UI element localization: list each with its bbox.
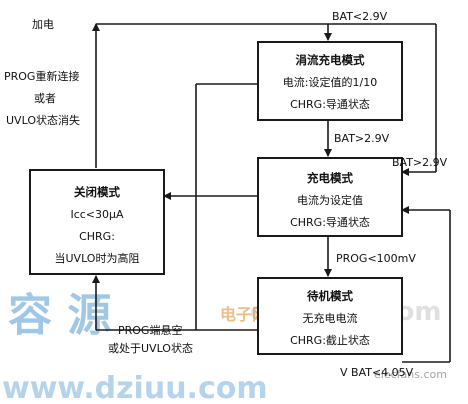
- prog-float-label-2: 或处于UVLO状态: [108, 341, 193, 355]
- charge-title: 充电模式: [307, 171, 353, 185]
- trickle-title: 涓流充电模式: [296, 53, 365, 67]
- shutdown-title: 关闭模式: [74, 185, 120, 199]
- shutdown-line2: CHRG:: [79, 230, 115, 243]
- shutdown-box: [29, 169, 165, 275]
- reconnect-label-3: UVLO状态消失: [6, 113, 80, 127]
- trickle-line1: 电流:设定值的1/10: [283, 75, 377, 89]
- shutdown-line1: Icc<30μA: [70, 208, 124, 221]
- watermark-small: elecfans.com: [374, 368, 447, 381]
- state-charge: 充电模式 电流为设定值 CHRG:导通状态: [257, 157, 403, 237]
- reconnect-label-1: PROG重新连接: [4, 69, 79, 83]
- shutdown-line3: 当UVLO时为高阻: [55, 251, 140, 265]
- standby-title: 待机模式: [307, 289, 353, 303]
- watermark-big: 容 源: [8, 290, 111, 341]
- transition-labels: 加电 PROG重新连接 或者 UVLO状态消失 BAT<2.9V BAT>2.9…: [4, 10, 448, 379]
- trickle-box: [257, 41, 403, 121]
- bat-lt-29-label: BAT<2.9V: [332, 10, 388, 23]
- standby-box: [257, 277, 403, 355]
- state-standby: 待机模式 无充电电流 CHRG:截止状态: [257, 277, 403, 355]
- prog-float-label-1: PROG端悬空: [118, 323, 182, 337]
- charge-line1: 电流为设定值: [297, 193, 363, 207]
- state-trickle: 涓流充电模式 电流:设定值的1/10 CHRG:导通状态: [257, 41, 403, 121]
- power-on-label: 加电: [32, 18, 54, 31]
- standby-line1: 无充电电流: [303, 311, 358, 325]
- state-shutdown: 关闭模式 Icc<30μA CHRG: 当UVLO时为高阻: [29, 169, 165, 275]
- bat-gt-29-mid-label: BAT>2.9V: [334, 132, 390, 145]
- bat-lt-405-label: V BAT<4.05V: [340, 366, 414, 379]
- charge-box: [257, 157, 403, 237]
- connectors: [92, 23, 451, 363]
- trickle-line2: CHRG:导通状态: [290, 97, 370, 111]
- bat-gt-29-right-label: BAT>2.9V: [392, 156, 448, 169]
- reconnect-label-2: 或者: [34, 92, 56, 105]
- watermark-site: 电子网: [220, 305, 268, 324]
- watermark-url: www.dziuu.com: [2, 371, 268, 404]
- prog-lt-100-label: PROG<100mV: [336, 252, 416, 265]
- standby-line2: CHRG:截止状态: [290, 333, 370, 347]
- charge-line2: CHRG:导通状态: [290, 215, 370, 229]
